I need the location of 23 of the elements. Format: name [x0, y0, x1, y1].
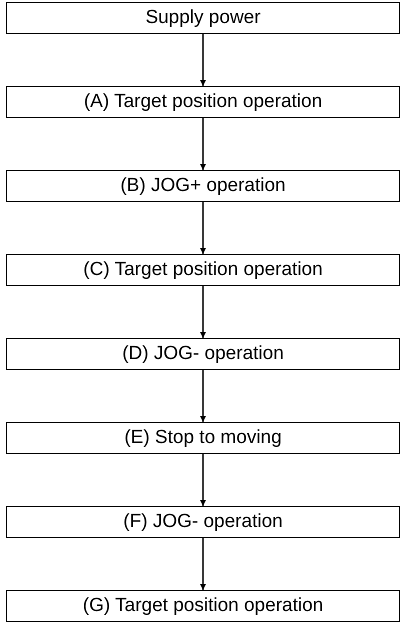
process-box	[6, 506, 400, 538]
process-box	[6, 2, 400, 34]
step-label: (F) JOG- operation	[123, 511, 283, 533]
process-box	[6, 338, 400, 370]
step-label: (E) Stop to moving	[124, 427, 282, 449]
step-label: Supply power	[145, 7, 261, 29]
process-box	[6, 422, 400, 454]
process-box	[6, 86, 400, 118]
process-box	[6, 170, 400, 202]
arrow	[200, 454, 206, 506]
step-label: (A) Target position operation	[84, 91, 322, 113]
arrow	[200, 202, 206, 254]
process-box	[6, 590, 400, 622]
step-label: (C) Target position operation	[83, 259, 323, 281]
step-label: (G) Target position operation	[82, 595, 324, 617]
step-label: (D) JOG- operation	[122, 343, 284, 365]
step-label: (B) JOG+ operation	[120, 175, 286, 197]
process-box	[6, 254, 400, 286]
arrow	[200, 118, 206, 170]
arrow	[200, 538, 206, 590]
arrow	[200, 286, 206, 338]
arrow	[200, 34, 206, 86]
arrow	[200, 370, 206, 422]
